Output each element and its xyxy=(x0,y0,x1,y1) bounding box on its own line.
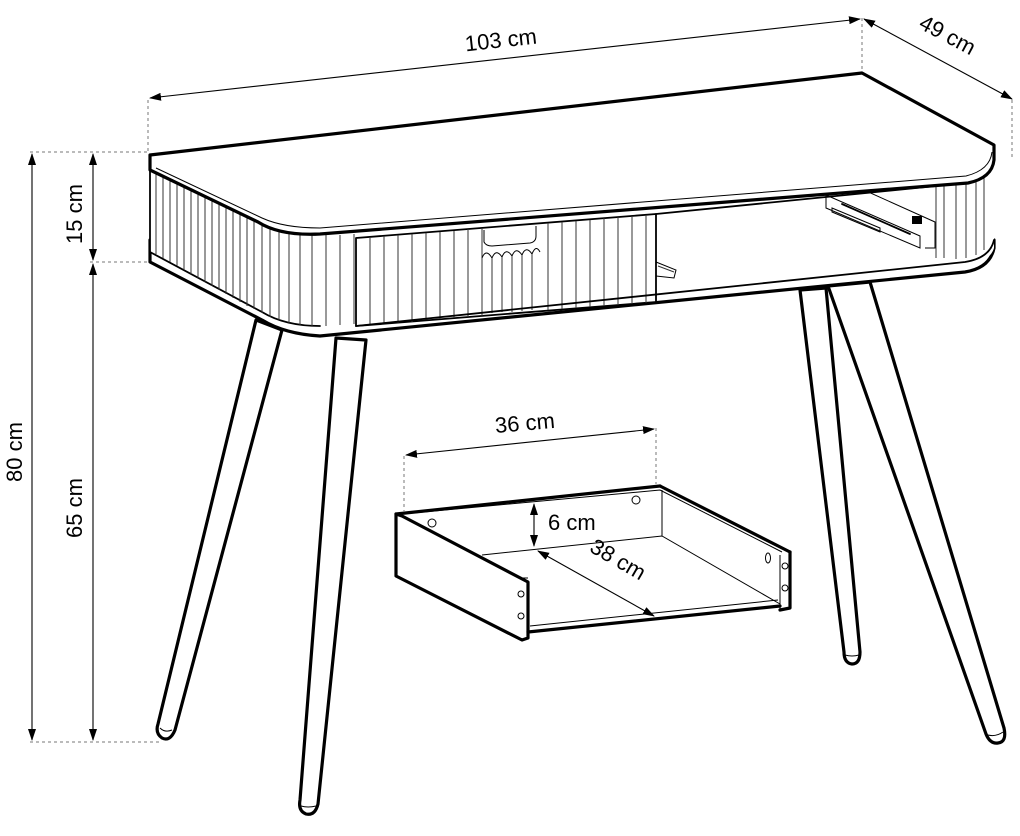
drawer-handle-icon[interactable] xyxy=(481,226,541,313)
leg-front-left xyxy=(155,318,284,741)
leg-front-mid xyxy=(298,336,368,816)
table-body xyxy=(148,71,996,338)
drawer-runner xyxy=(825,185,936,249)
legs xyxy=(155,280,1007,816)
leg-height-label: 65 cm xyxy=(62,478,87,538)
drawer-width-label: 36 cm xyxy=(494,408,556,438)
fluted-apron-left xyxy=(149,167,355,327)
width-label: 103 cm xyxy=(464,24,538,57)
total-height-label: 80 cm xyxy=(2,422,27,482)
apron-height-label: 15 cm xyxy=(62,184,87,244)
open-shelf xyxy=(355,164,995,327)
height-dimensions: 80 cm 15 cm 65 cm xyxy=(2,151,160,743)
leg-front-right xyxy=(826,280,1007,745)
drawer-front[interactable] xyxy=(355,213,677,327)
drawer-height-label: 6 cm xyxy=(548,510,596,535)
leg-back-right xyxy=(798,286,862,666)
